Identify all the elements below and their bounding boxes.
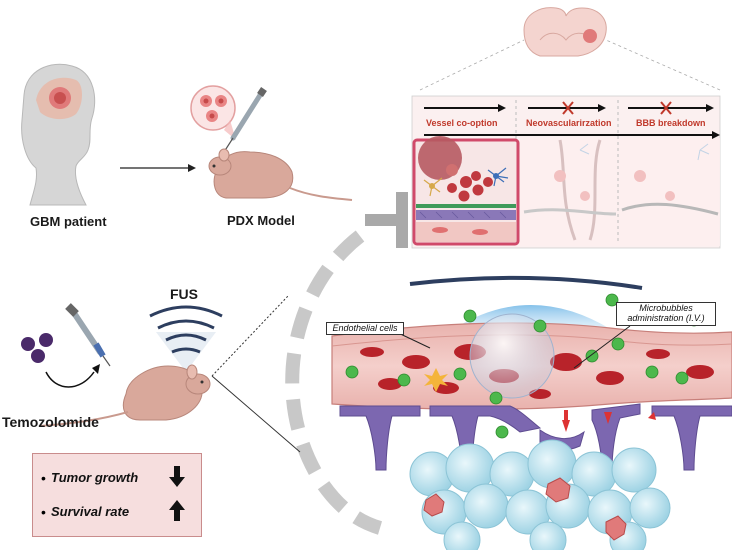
arrow-up-icon	[169, 500, 185, 521]
inhibition-symbol	[365, 192, 408, 248]
microbubbles-callout-line1: Microbubbles	[639, 303, 693, 313]
microbubbles-callout: Microbubbles administration (I.V.)	[616, 302, 716, 326]
brain-section-illustration	[523, 7, 607, 57]
microbubbles-callout-line2: administration (I.V.)	[627, 313, 705, 323]
bbb-breakdown-blocked-icon	[660, 101, 672, 115]
temozolomide-syringe	[65, 303, 111, 367]
zoom-line-top	[211, 295, 289, 377]
bbb-breakdown-label: BBB breakdown	[636, 118, 706, 128]
red-arrows	[562, 410, 656, 432]
vascular-stages-panel	[411, 95, 721, 249]
astrocyte-endfeet	[339, 403, 732, 471]
microbubbles-callout-line	[573, 325, 631, 369]
arrow-down-icon	[169, 466, 185, 487]
vessel-cooption-label: Vessel co-option	[426, 118, 498, 128]
neovascularization-label: Neovascularirzation	[526, 118, 612, 128]
tumor-cells-cluster	[409, 439, 671, 550]
fus-beam-arc	[409, 275, 643, 290]
microbubble	[469, 313, 555, 399]
temozolomide-mouse-illustration	[21, 303, 211, 427]
tumor-growth-label: Tumor growth	[51, 470, 139, 485]
endothelial-cells-callout: Endothelial cells	[326, 322, 404, 335]
dashed-arc	[285, 230, 383, 535]
burst-icon	[424, 368, 448, 392]
survival-rate-label: Survival rate	[51, 504, 130, 519]
gbm-patient-label: GBM patient	[30, 214, 107, 229]
neovascularization-blocked-icon	[562, 101, 574, 115]
gbm-patient-illustration	[21, 63, 96, 206]
pdx-model-label: PDX Model	[227, 213, 295, 228]
pdx-mouse-illustration	[190, 85, 353, 201]
vessel-tumor-illustration	[331, 275, 732, 550]
bullet-icon: •	[41, 504, 46, 520]
temozolomide-label: Temozolomide	[2, 414, 99, 430]
fus-transducer-icon	[149, 305, 223, 372]
dying-tumor-cells	[423, 477, 627, 541]
red-blood-cells	[360, 344, 714, 399]
outcomes-box: • Tumor growth • Survival rate	[32, 453, 202, 537]
zoom-line-bottom	[211, 375, 301, 453]
bullet-icon: •	[41, 470, 46, 486]
fus-label: FUS	[170, 286, 198, 302]
